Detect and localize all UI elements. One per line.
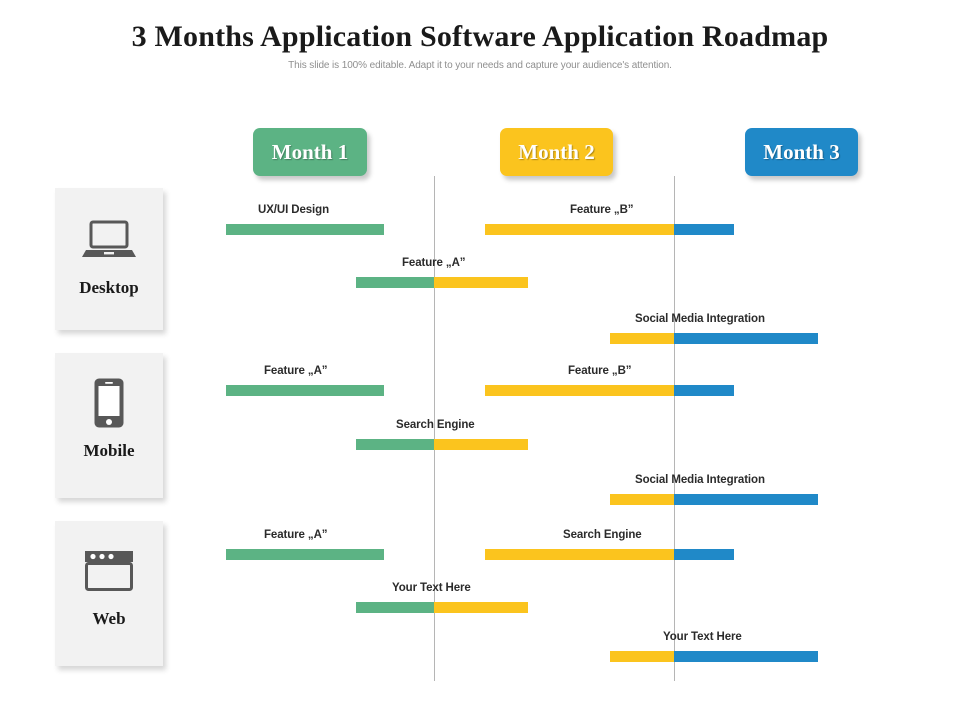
browser-window-icon [83, 545, 135, 597]
bar-segment [610, 651, 674, 662]
task-bar[interactable] [226, 385, 384, 396]
bar-segment [485, 549, 674, 560]
task-bar-label: Your Text Here [663, 631, 742, 643]
bar-segment [356, 439, 434, 450]
bar-segment [674, 549, 734, 560]
month-divider-line-2 [674, 176, 675, 681]
bar-segment [434, 439, 528, 450]
task-bar-label: Feature „A” [264, 529, 328, 541]
page-title: 3 Months Application Software Applicatio… [131, 20, 829, 53]
task-bar-label: Feature „B” [568, 365, 632, 377]
bar-segment [356, 277, 434, 288]
category-label-web: Web [92, 609, 126, 628]
task-bar-label: Social Media Integration [635, 313, 765, 325]
bar-segment [485, 224, 674, 235]
task-bar-label: Search Engine [396, 419, 475, 431]
month-badge-2-label: Month 2 [518, 139, 595, 164]
category-card-mobile[interactable]: Mobile [55, 353, 163, 498]
task-bar-label: Feature „A” [402, 257, 466, 269]
page-subtitle: This slide is 100% editable. Adapt it to… [288, 60, 672, 71]
bar-segment [226, 385, 384, 396]
bar-segment [485, 385, 674, 396]
task-bar[interactable] [485, 224, 734, 235]
month-badge-1-label: Month 1 [271, 139, 349, 164]
task-bar[interactable] [356, 277, 528, 288]
task-bar-label: Feature „A” [264, 365, 328, 377]
task-bar-label: Social Media Integration [635, 474, 765, 486]
task-bar[interactable] [356, 602, 528, 613]
bar-segment [610, 494, 674, 505]
bar-segment [610, 333, 674, 344]
task-bar[interactable] [610, 333, 818, 344]
bar-segment [434, 602, 528, 613]
bar-segment [674, 385, 734, 396]
month-badge-1[interactable]: Month 1 [253, 128, 367, 176]
category-card-web[interactable]: Web [55, 521, 163, 666]
task-bar-label: Feature „B” [570, 204, 634, 216]
category-label-mobile: Mobile [83, 441, 135, 460]
bar-segment [674, 494, 818, 505]
task-bar[interactable] [610, 651, 818, 662]
category-label-desktop: Desktop [79, 278, 139, 297]
bar-segment [674, 651, 818, 662]
month-badge-2[interactable]: Month 2 [500, 128, 613, 176]
task-bar[interactable] [356, 439, 528, 450]
smartphone-icon [93, 377, 125, 429]
task-bar[interactable] [485, 549, 734, 560]
bar-segment [226, 224, 384, 235]
category-card-desktop[interactable]: Desktop [55, 188, 163, 330]
task-bar[interactable] [610, 494, 818, 505]
month-divider-line-1 [434, 176, 435, 681]
task-bar-label: UX/UI Design [258, 204, 330, 216]
task-bar-label: Your Text Here [392, 582, 471, 594]
task-bar[interactable] [226, 224, 384, 235]
bar-segment [226, 549, 384, 560]
task-bar[interactable] [226, 549, 384, 560]
laptop-icon [82, 214, 136, 266]
bar-segment [434, 277, 528, 288]
task-bar[interactable] [485, 385, 734, 396]
month-badge-3-label: Month 3 [763, 139, 840, 164]
bar-segment [356, 602, 434, 613]
bar-segment [674, 333, 818, 344]
month-badge-3[interactable]: Month 3 [745, 128, 858, 176]
bar-segment [674, 224, 734, 235]
task-bar-label: Search Engine [563, 529, 642, 541]
